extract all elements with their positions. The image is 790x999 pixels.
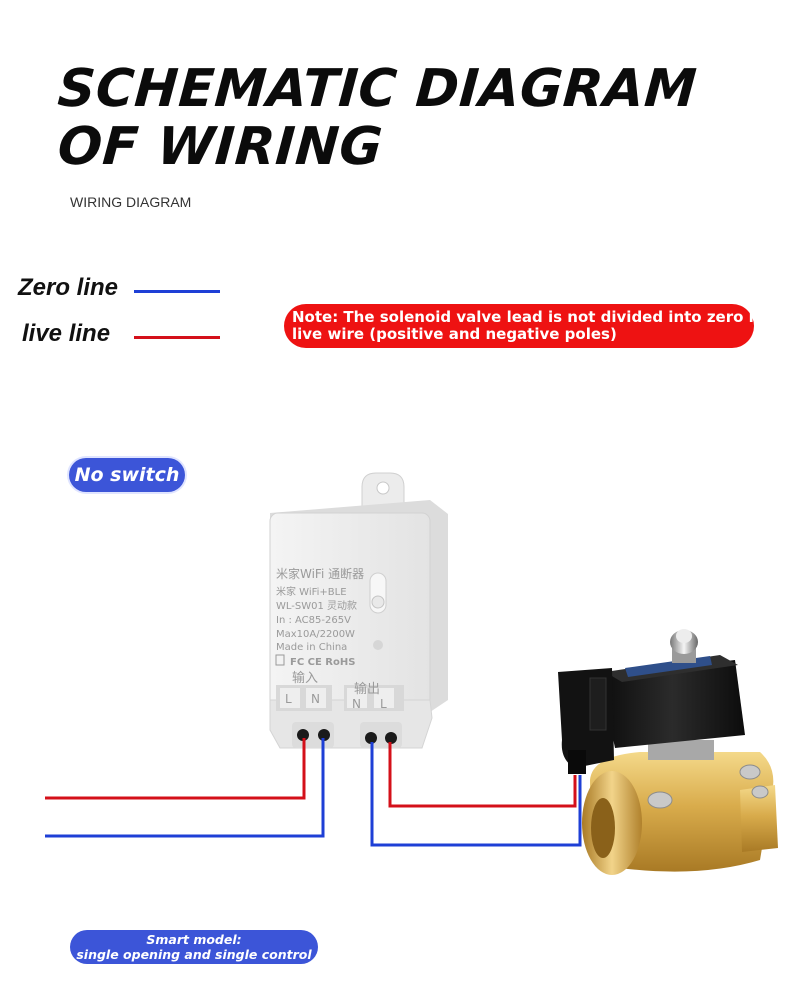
zero-wire-output [370,742,582,847]
module-label-3: WL-SW01 灵动款 [276,599,357,612]
module-cert-marks: FC CE RoHS [290,657,355,668]
module-output-label: 输出 [354,681,380,697]
legend-live-line [134,336,220,339]
note-line2: live wire (positive and negative poles) [292,325,617,343]
module-input-label: 输入 [292,670,318,686]
module-label-2: 米家 WiFi+BLE [276,585,347,598]
module-label-5: Max10A/2200W [276,629,355,640]
terminal-in-n-screw [318,729,330,741]
terminal-out-n-label: N [352,697,361,711]
live-wire-output [388,742,577,808]
module-label-4: In : AC85-265V [276,615,351,626]
module-label-1: 米家WiFi 通断器 [276,566,364,581]
terminal-out-l-label: L [380,697,387,711]
note-banner: Note: The solenoid valve lead is not div… [284,304,780,348]
zero-wire-input [45,738,325,838]
live-wire-input [45,738,306,800]
smart-switch-module: 米家WiFi 通断器 米家 WiFi+BLE WL-SW01 灵动款 In : … [269,472,448,749]
solenoid-valve [558,629,778,875]
legend-live-label: live line [22,320,111,347]
smart-model-badge: Smart model: single opening and single c… [70,930,318,964]
no-switch-badge: No switch [69,458,185,492]
terminal-in-l-screw [297,729,309,741]
note-line1: Note: The solenoid valve lead is not div… [292,308,780,326]
module-label-6: Made in China [276,642,347,653]
terminal-out-n-screw [365,732,377,744]
smart-model-line1: Smart model: [146,932,242,947]
smart-model-line2: single opening and single control [76,947,312,962]
terminal-in-l-label: L [285,692,292,706]
legend-zero-label: Zero line [18,274,119,301]
terminal-in-n-label: N [311,692,320,706]
wires [45,738,582,847]
legend-zero-line [134,290,220,293]
subtitle: WIRING DIAGRAM [70,194,192,210]
terminal-out-l-screw [385,732,397,744]
